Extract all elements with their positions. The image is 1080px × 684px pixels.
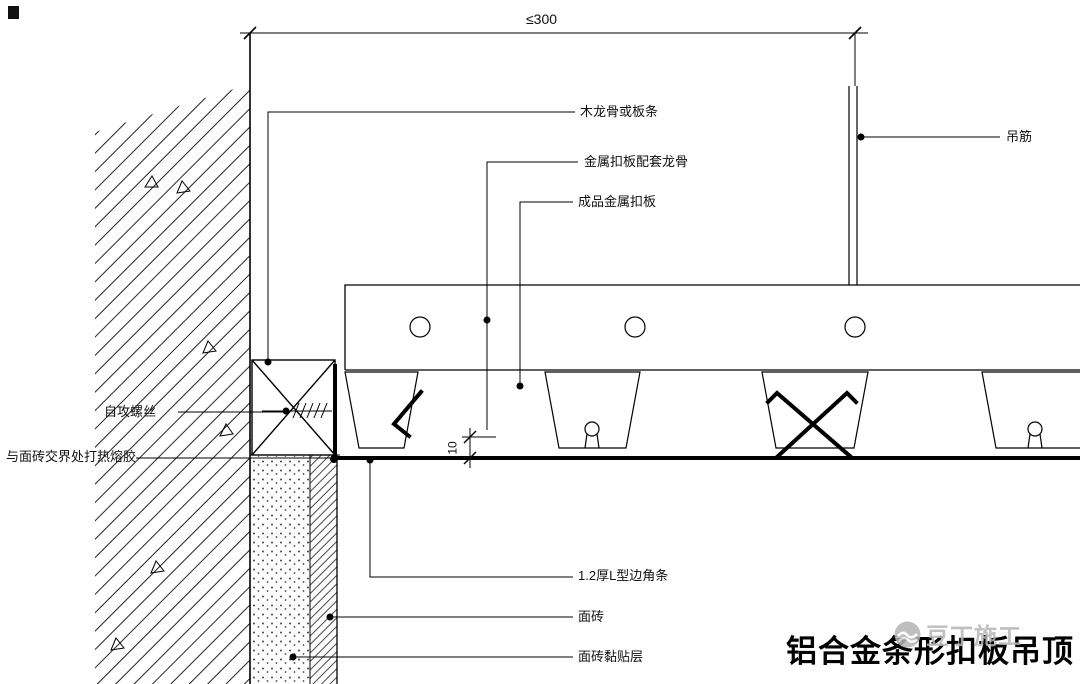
gap-dimension (462, 428, 496, 468)
screw-symbol (262, 402, 332, 419)
finished-panel-label: 成品金属扣板 (578, 194, 657, 209)
tile-layer (310, 455, 337, 684)
panel-gap-dimension: 10 (445, 441, 460, 455)
edge-trim-label: 1.2厚L型边角条 (578, 568, 669, 583)
wall-section (95, 33, 251, 684)
carrier-keel-label: 金属扣板配套龙骨 (584, 154, 689, 169)
screw-label: 自攻螺丝 (104, 404, 157, 419)
tile-label: 面砖 (578, 609, 605, 624)
hot-glue-label: 与面砖交界处打热熔胶 (6, 449, 137, 464)
wall-hatch (95, 84, 250, 684)
corner-mark (8, 6, 19, 19)
lower-wall-layers (250, 454, 340, 684)
leader-lines (136, 111, 1000, 661)
blocking-box (251, 359, 336, 456)
adhesive-layer (251, 456, 310, 684)
panel-joint-clip (774, 390, 859, 460)
tile-adhesive-label: 面砖黏贴层 (578, 649, 644, 664)
panel-joint-clip (765, 390, 854, 460)
panel-profile (344, 371, 1080, 449)
carrier-keel (344, 284, 1080, 371)
watermark-text: 豆丁施工 (926, 623, 1022, 649)
top-spacing-dimension: ≤300 (526, 11, 558, 27)
drawing-title: 铝合金条形扣板吊顶 (786, 634, 1074, 669)
watermark: 豆丁施工 (894, 617, 1022, 651)
hanger-rod (848, 86, 858, 285)
top-dimension (240, 26, 868, 86)
panel-clip (391, 389, 424, 439)
wood-keel-label: 木龙骨或板条 (580, 104, 659, 119)
watermark-logo-icon (894, 621, 921, 647)
aggregate-triangles (110, 175, 234, 651)
hanger-rod-label: 吊筋 (1006, 129, 1033, 144)
